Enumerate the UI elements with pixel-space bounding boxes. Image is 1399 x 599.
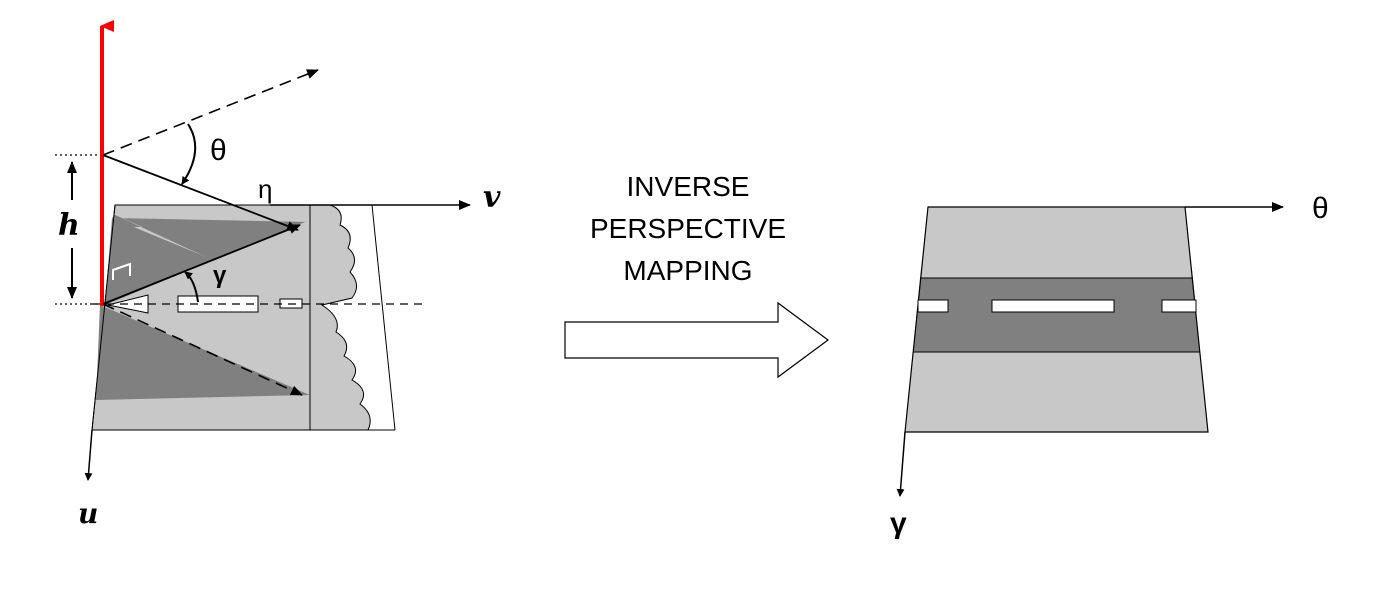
fov-region-top [112,215,310,300]
fov-region-lower [96,305,310,400]
theta-arc [181,123,197,185]
label-theta-left: θ [210,134,227,167]
mapping-arrow [564,301,830,379]
mapping-title-line-2: PERSPECTIVE [590,213,786,244]
birdseye-marking-1 [917,299,949,313]
roadside-edge [371,204,396,431]
birdseye-road-top [920,207,1193,278]
left-road-scene [91,204,396,431]
label-theta-right: θ [1312,192,1329,225]
optical-axis-ray [102,154,299,231]
birdseye-lane-dark [913,278,1200,352]
fov-region-light-mid2 [105,300,310,395]
birdseye-road-bottom [905,352,1208,432]
birdseye-marking-2 [991,299,1115,313]
gamma-axis [896,431,906,497]
label-gamma-left: γ [213,262,227,289]
label-gamma-right: γ [890,507,907,540]
roadside-strip [309,204,371,431]
dashed-ray-upper [102,69,319,156]
label-u: u [78,497,98,530]
mapping-title-line-3: MAPPING [623,255,752,286]
mapping-title-line-1: INVERSE [627,171,750,202]
label-v: v [483,180,501,215]
birdseye-marking-3 [1161,299,1197,313]
label-h: h [58,208,80,243]
upper-view-ray [102,224,301,305]
right-road-birdseye [904,206,1209,433]
u-axis [84,429,93,481]
lower-view-ray [102,303,303,396]
label-eta: η [258,174,272,204]
gamma-arc [184,271,199,303]
